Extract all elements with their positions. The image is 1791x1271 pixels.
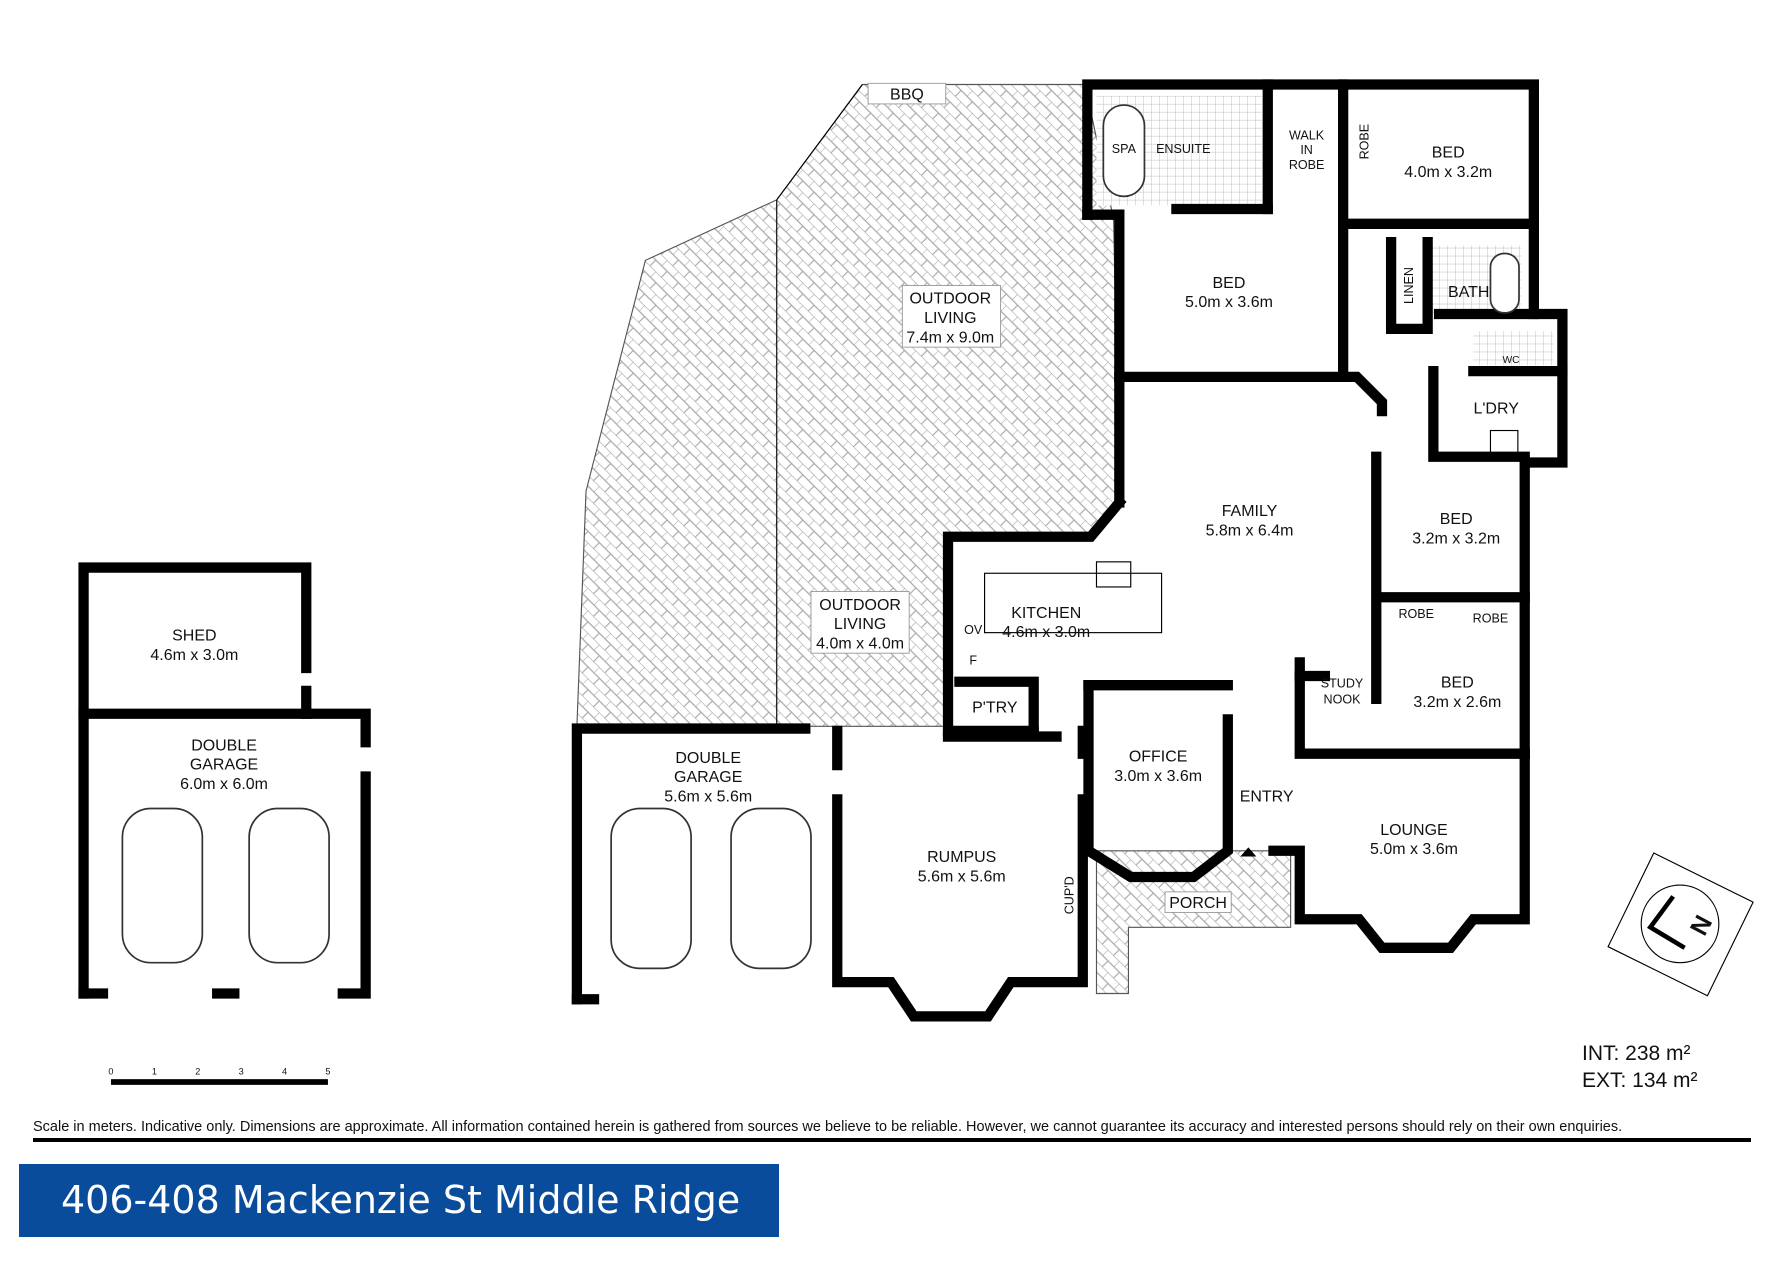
label-wc: WC	[1502, 355, 1520, 366]
area-summary: INT: 238 m² EXT: 134 m²	[1582, 1040, 1698, 1094]
car-icons	[121, 807, 812, 970]
svg-text:2: 2	[195, 1067, 200, 1077]
label-entry: ENTRY	[1240, 789, 1294, 806]
internal-area: INT: 238 m²	[1582, 1042, 1691, 1065]
label-fridge: F	[969, 654, 977, 668]
kitchen-island	[984, 572, 1163, 634]
label-spa: SPA	[1112, 142, 1137, 156]
label-linen: LINEN	[1402, 267, 1416, 304]
entry-arrow-icon	[1240, 847, 1257, 857]
external-area: EXT: 134 m²	[1582, 1069, 1698, 1092]
label-oven: OV	[964, 623, 983, 637]
svg-text:0: 0	[108, 1067, 113, 1077]
svg-text:1: 1	[152, 1067, 157, 1077]
scale-bar: 0 1 2 3 4 5	[108, 1067, 330, 1085]
svg-text:4: 4	[282, 1067, 287, 1077]
svg-text:3: 3	[239, 1067, 244, 1077]
address-banner: 406-408 Mackenzie St Middle Ridge	[19, 1164, 779, 1237]
spa-bath-icon	[1102, 104, 1146, 198]
label-robe-3: ROBE	[1473, 611, 1509, 625]
ldry-tub-icon	[1489, 429, 1519, 454]
label-robe-2: ROBE	[1398, 607, 1434, 621]
outdoor-edge	[776, 84, 863, 201]
disclaimer: Scale in meters. Indicative only. Dimens…	[33, 1119, 1623, 1135]
compass-north-letter: N	[1685, 911, 1718, 940]
garage-rumpus-walls	[571, 723, 1088, 1022]
label-cupboard: CUP'D	[1063, 876, 1077, 914]
label-porch: PORCH	[1169, 895, 1227, 912]
label-bbq: BBQ	[890, 86, 924, 103]
label-bath: BATH	[1448, 284, 1489, 301]
main-house-walls	[942, 79, 1568, 953]
label-laundry: L'DRY	[1473, 400, 1519, 417]
wc-tiles	[1473, 331, 1554, 366]
outbuilding-walls	[78, 562, 371, 999]
bath-tub-icon	[1489, 252, 1520, 314]
sink-icon	[1095, 561, 1132, 588]
label-robe: ROBE	[1357, 124, 1371, 160]
label-ensuite: ENSUITE	[1156, 142, 1210, 156]
compass	[1607, 852, 1754, 997]
svg-text:5: 5	[325, 1067, 330, 1077]
label-pantry: P'TRY	[972, 700, 1018, 717]
divider	[33, 1138, 1751, 1142]
